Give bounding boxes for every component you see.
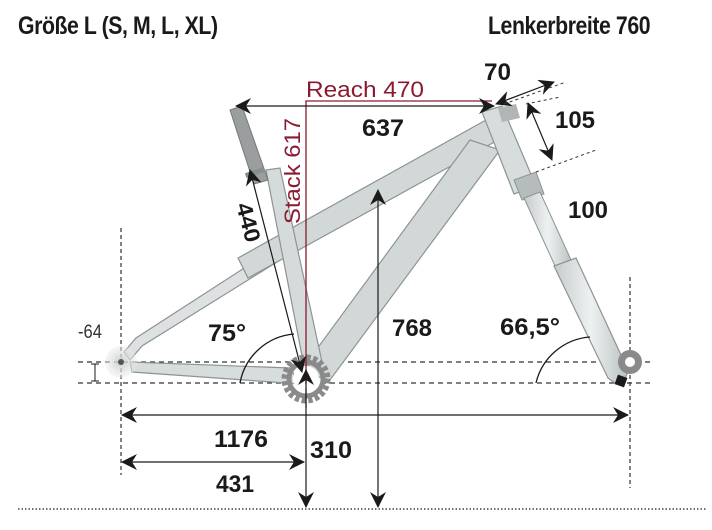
- front-axle: [625, 357, 635, 367]
- head-angle-arc: [535, 336, 591, 384]
- reach-label: Reach 470: [306, 77, 424, 102]
- wheelbase-label: 1176: [214, 426, 268, 453]
- bb-height-label: 310: [310, 437, 352, 464]
- size-title: Größe L (S, M, L, XL): [18, 12, 218, 40]
- chain-stay: [129, 361, 302, 385]
- rear-axle: [118, 359, 124, 365]
- stem-guide: [503, 81, 567, 105]
- fork-travel-label: 100: [568, 197, 608, 224]
- standover-label: 768: [392, 315, 432, 342]
- chainstay-label: 431: [216, 471, 254, 498]
- fork-lower: [553, 257, 629, 385]
- handlebar-width-label: Lenkerbreite 760: [488, 12, 651, 40]
- head-tube-guide-top: [525, 96, 561, 105]
- head-tube-dimension: [526, 102, 554, 161]
- seat-tube-dimension: [245, 169, 307, 373]
- top-tube-label: 637: [362, 115, 404, 142]
- head-angle-label: 66,5°: [500, 314, 560, 341]
- stem-length-label: 70: [484, 59, 511, 86]
- head-tube-label: 105: [555, 107, 595, 134]
- head-tube-guide-bottom: [535, 149, 597, 173]
- bb-drop-label: -64: [78, 322, 102, 343]
- seat-angle-label: 75°: [208, 320, 246, 347]
- stack-label: Stack 617: [280, 118, 305, 224]
- fork-dropout: [614, 374, 628, 388]
- stem-dimension: [495, 79, 555, 107]
- fork-stanchion: [523, 191, 573, 269]
- seat-tube-label: 440: [231, 200, 266, 245]
- headset-top: [498, 104, 520, 122]
